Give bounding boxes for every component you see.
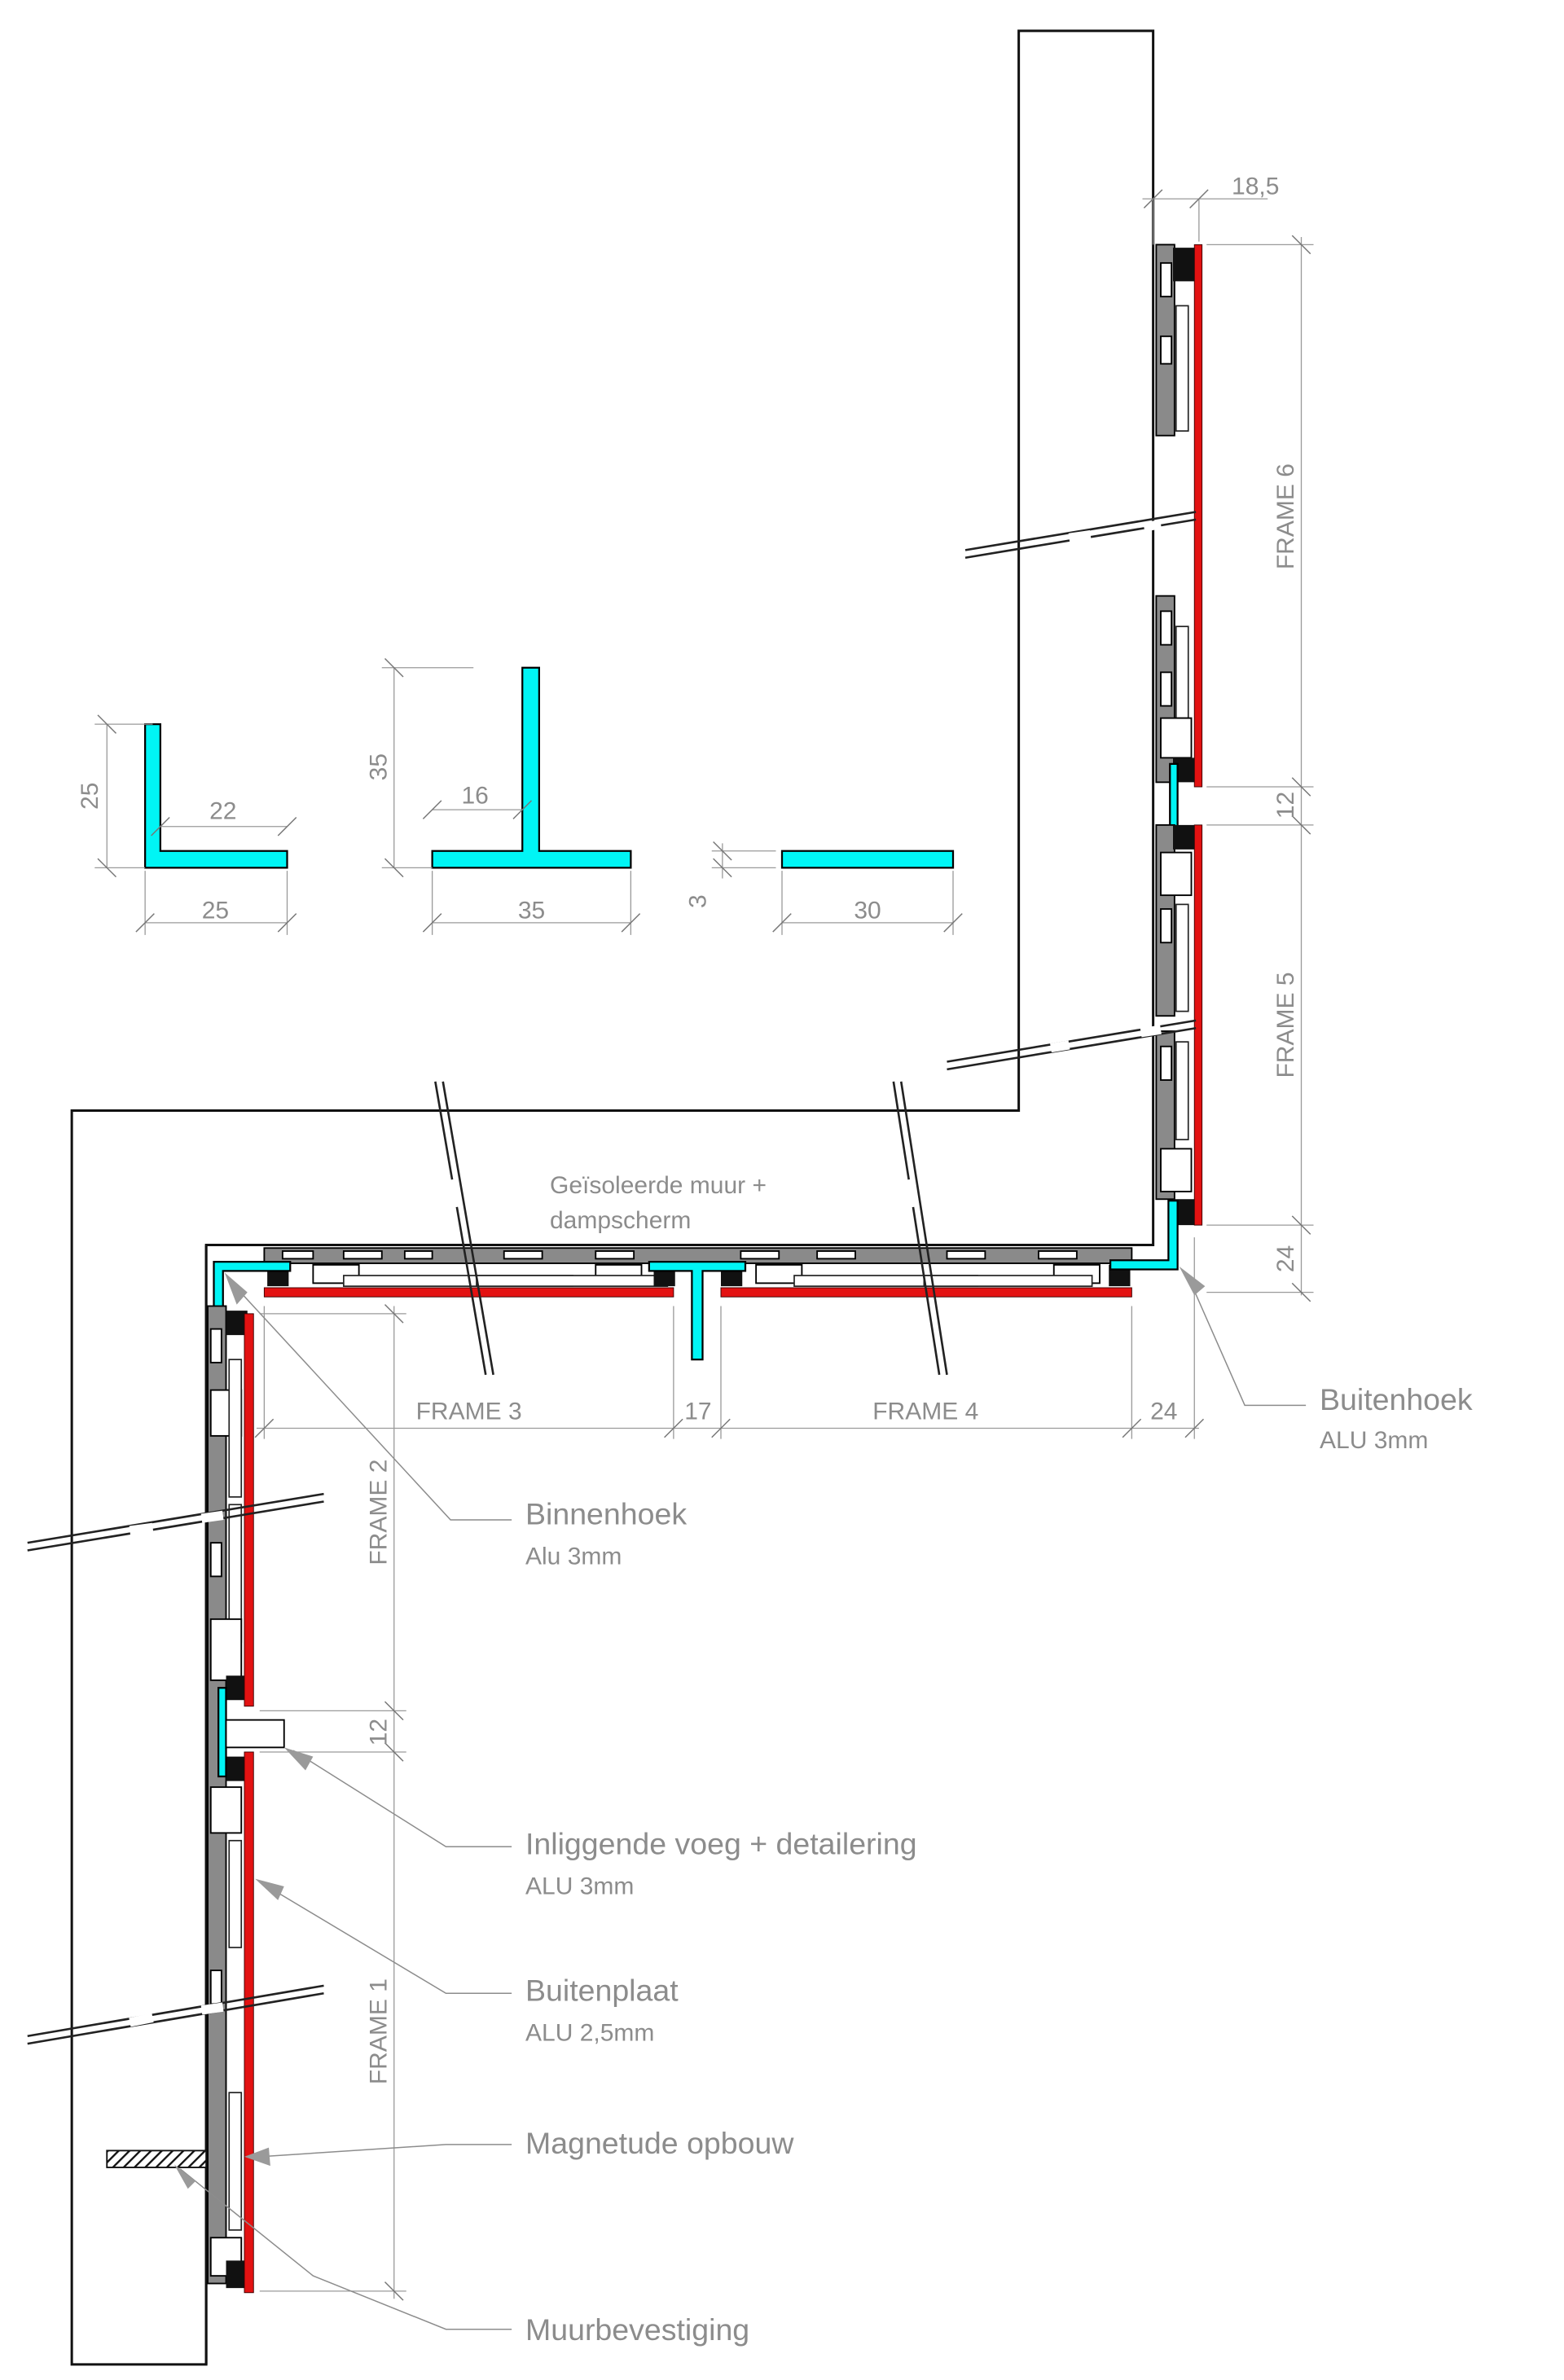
dim-t-offset: 16 xyxy=(461,783,488,810)
annotation-binnenhoek: Binnenhoek Alu 3mm xyxy=(224,1272,687,1570)
dim-corner-vertical: 24 xyxy=(1272,1245,1299,1272)
break-lines xyxy=(27,511,1197,2045)
carrier-profile xyxy=(1155,244,1195,437)
joint-detail-plate xyxy=(225,1719,285,1749)
label-frame-6: FRAME 6 xyxy=(1272,463,1299,569)
outer-corner-profile xyxy=(1109,1200,1179,1271)
right-cladding xyxy=(1155,244,1203,1226)
dim-l-height: 25 xyxy=(77,783,103,810)
profile-flat: 3 30 xyxy=(684,841,963,935)
dim-depth: 18,5 xyxy=(1232,173,1279,200)
dim-flat-thickness: 3 xyxy=(684,894,711,908)
label-frame-3: FRAME 3 xyxy=(416,1398,522,1425)
dimension-lines: 18,5 FRAME 6 12 FRAME 5 24 FRAME 3 17 FR… xyxy=(254,173,1314,2301)
annotation-muurbevestiging: Muurbevestiging xyxy=(174,2164,749,2347)
dim-t-height: 35 xyxy=(365,753,392,780)
joint-strip-left xyxy=(217,1687,227,1778)
annotation-title: Binnenhoek xyxy=(525,1497,687,1531)
label-frame-2: FRAME 2 xyxy=(365,1460,392,1565)
wall-label-line2: dampscherm xyxy=(550,1207,691,1234)
annotation-title: Inliggende voeg + detailering xyxy=(525,1827,917,1861)
annotation-sub: Alu 3mm xyxy=(525,1543,622,1570)
outer-plate-frame6 xyxy=(1193,244,1203,788)
outer-plate-frame5 xyxy=(1193,824,1203,1226)
t-joint-profile xyxy=(648,1261,747,1361)
annotation-title: Buitenplaat xyxy=(525,1974,679,2008)
annotation-buitenhoek: Buitenhoek ALU 3mm xyxy=(1179,1266,1473,1454)
outer-plate-frame2 xyxy=(244,1313,254,1707)
dim-flat-width: 30 xyxy=(854,897,881,924)
label-frame-4: FRAME 4 xyxy=(872,1398,978,1425)
annotation-sub: ALU 2,5mm xyxy=(525,2019,654,2046)
outer-plate-frame1 xyxy=(244,1751,254,2294)
annotation-magnetude: Magnetude opbouw xyxy=(244,2126,794,2167)
annotation-sub: ALU 3mm xyxy=(1320,1427,1428,1454)
annotation-buitenplaat: Buitenplaat ALU 2,5mm xyxy=(255,1878,679,2046)
dim-t-joint: 17 xyxy=(684,1398,711,1425)
dim-l-width: 25 xyxy=(202,897,229,924)
annotation-title: Buitenhoek xyxy=(1320,1382,1473,1416)
annotation-inliggende-voeg: Inliggende voeg + detailering ALU 3mm xyxy=(283,1747,917,1899)
annotation-title: Magnetude opbouw xyxy=(525,2126,794,2160)
dim-l-inner: 22 xyxy=(209,797,236,824)
annotation-title: Muurbevestiging xyxy=(525,2312,749,2347)
label-frame-1: FRAME 1 xyxy=(365,1978,392,2084)
wall-label-line1: Geïsoleerde muur + xyxy=(550,1172,767,1199)
annotation-sub: ALU 3mm xyxy=(525,1873,634,1899)
dim-joint-left: 12 xyxy=(365,1719,392,1745)
dim-corner-horizontal: 24 xyxy=(1150,1398,1177,1425)
left-cladding xyxy=(106,1305,285,2294)
dim-joint-right: 12 xyxy=(1272,792,1299,819)
label-frame-5: FRAME 5 xyxy=(1272,972,1299,1078)
wall-anchor xyxy=(106,2149,208,2168)
profile-l: 25 22 25 xyxy=(77,714,297,935)
outer-plate-frame3 xyxy=(263,1287,674,1298)
profile-t: 35 16 35 xyxy=(365,657,641,935)
dim-t-width: 35 xyxy=(518,897,545,924)
